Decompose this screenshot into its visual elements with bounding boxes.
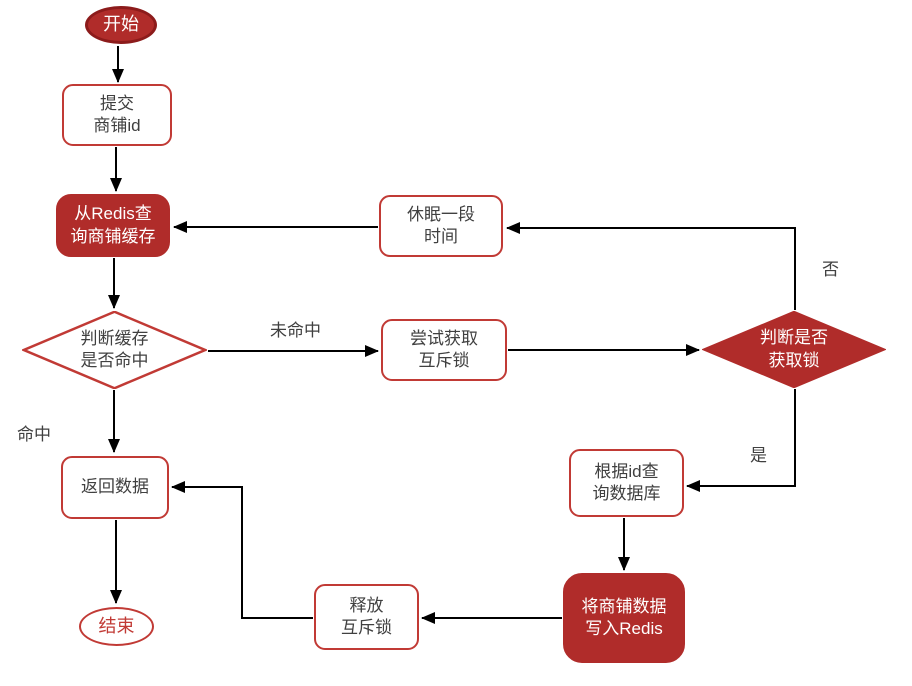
node-sleep-a-while-label: 休眠一段 时间	[407, 204, 475, 246]
node-query-redis-cache-label: 从Redis查 询商铺缓存	[70, 204, 156, 246]
node-release-mutex-label: 释放 互斥锁	[341, 595, 392, 637]
node-judge-lock-acquired: 判断是否 获取锁	[702, 311, 886, 388]
node-start: 开始	[85, 6, 157, 44]
node-return-data-label: 返回数据	[81, 477, 149, 497]
node-judge-cache-hit-label: 判断缓存 是否命中	[80, 328, 149, 370]
edge-lockjudge-no-to-sleep	[506, 222, 796, 310]
node-end: 结束	[79, 607, 154, 646]
edge-label-hit: 命中	[17, 425, 51, 444]
node-judge-cache-hit: 判断缓存 是否命中	[22, 311, 207, 389]
node-try-acquire-mutex-label: 尝试获取 互斥锁	[410, 328, 478, 370]
node-release-mutex: 释放 互斥锁	[314, 584, 419, 650]
node-end-label: 结束	[98, 615, 135, 636]
edge-label-miss: 未命中	[270, 321, 321, 340]
edge-label-yes: 是	[750, 446, 767, 465]
node-write-shop-to-redis: 将商铺数据 写入Redis	[563, 573, 685, 663]
node-query-db-by-id: 根据id查 询数据库	[569, 449, 684, 517]
node-write-shop-to-redis-label: 将商铺数据 写入Redis	[581, 596, 667, 638]
node-try-acquire-mutex: 尝试获取 互斥锁	[381, 319, 507, 381]
edge-label-no: 否	[822, 260, 839, 279]
diamond-shape	[22, 311, 207, 389]
edge-lockjudge-yes-to-querydb	[686, 389, 796, 492]
node-sleep-a-while: 休眠一段 时间	[379, 195, 503, 257]
node-query-db-by-id-label: 根据id查 询数据库	[592, 461, 661, 503]
node-submit-shop-id-label: 提交 商铺id	[93, 93, 141, 135]
node-return-data: 返回数据	[61, 456, 169, 519]
node-judge-lock-acquired-label: 判断是否 获取锁	[760, 328, 828, 370]
diamond-shape	[702, 311, 886, 388]
node-start-label: 开始	[103, 14, 139, 35]
node-query-redis-cache: 从Redis查 询商铺缓存	[56, 194, 170, 257]
edge-release-to-return	[171, 481, 313, 619]
node-submit-shop-id: 提交 商铺id	[62, 84, 172, 146]
